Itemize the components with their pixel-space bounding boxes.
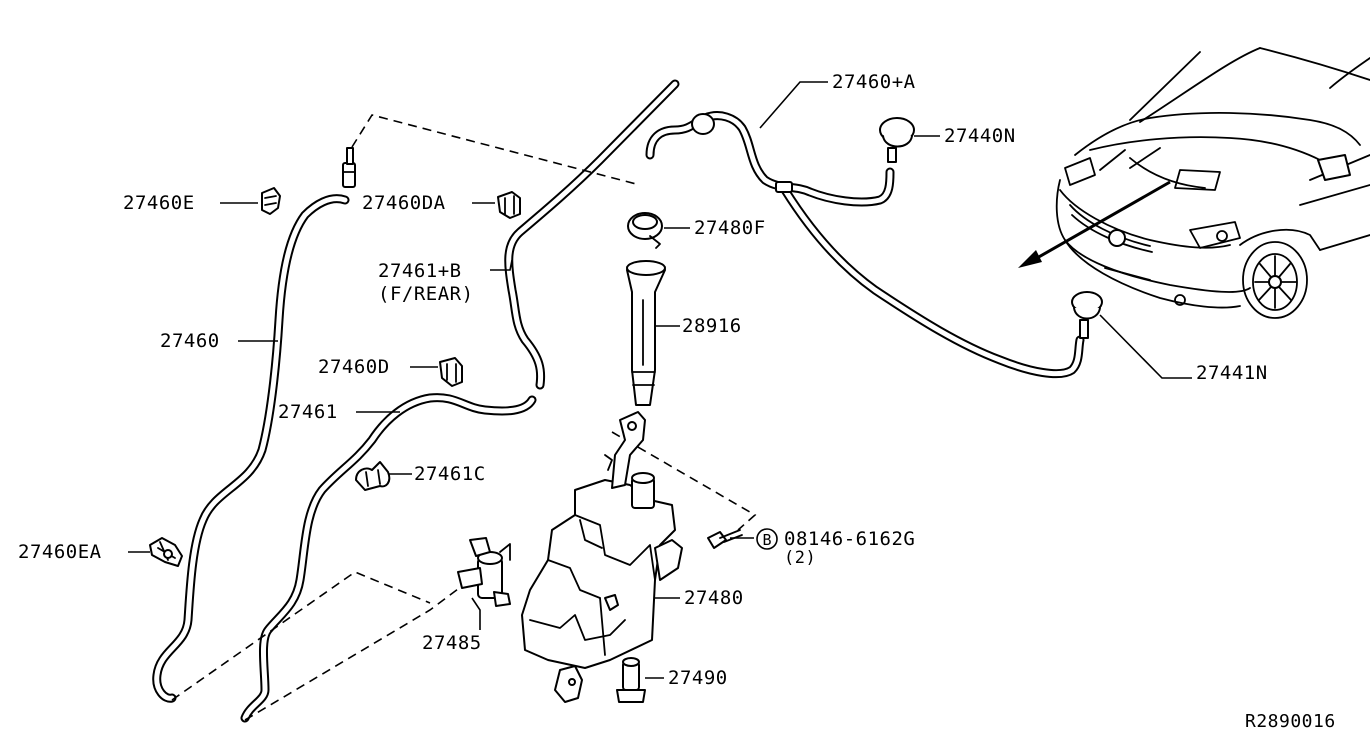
washer-pump-27485 bbox=[457, 537, 511, 607]
bolt-symbol-letter: B bbox=[762, 531, 771, 549]
label-27480F: 27480F bbox=[694, 217, 766, 239]
clip-27460D bbox=[439, 357, 463, 387]
car-illustration bbox=[1018, 47, 1370, 319]
hose-27460 bbox=[152, 194, 350, 703]
clip-27460EA bbox=[149, 537, 183, 567]
label-28916: 28916 bbox=[682, 315, 742, 337]
label-27490: 27490 bbox=[668, 667, 728, 689]
bolt-symbol: B bbox=[756, 528, 778, 550]
clip-27460E bbox=[261, 187, 281, 215]
label-27461: 27461 bbox=[278, 401, 338, 423]
nozzle-27440N bbox=[879, 117, 915, 163]
nozzle-27441N bbox=[1071, 291, 1103, 339]
clip-27461C bbox=[355, 461, 391, 491]
level-sensor-27490 bbox=[616, 657, 646, 703]
alignment-dashes bbox=[171, 114, 757, 721]
label-27461B: 27461+B bbox=[378, 260, 462, 282]
label-27460: 27460 bbox=[160, 330, 220, 352]
filler-cap-27480F bbox=[627, 212, 663, 249]
filler-neck-28916 bbox=[626, 260, 666, 406]
label-27485: 27485 bbox=[422, 632, 482, 654]
washer-tank-27480 bbox=[521, 411, 683, 703]
hose-joint bbox=[691, 113, 793, 193]
label-27441N: 27441N bbox=[1196, 362, 1268, 384]
hose-27460A bbox=[645, 111, 1085, 379]
label-27460E: 27460E bbox=[123, 192, 195, 214]
label-27460DA: 27460DA bbox=[362, 192, 446, 214]
label-27480: 27480 bbox=[684, 587, 744, 609]
label-27461C: 27461C bbox=[414, 463, 486, 485]
label-bolt-quantity: (2) bbox=[784, 548, 817, 568]
hose-27461 bbox=[240, 393, 537, 723]
connector-27460-top bbox=[342, 147, 356, 188]
hose-27461B bbox=[504, 79, 680, 390]
clip-27460DA bbox=[497, 191, 521, 219]
diagram-reference-code: R2890016 bbox=[1245, 711, 1336, 732]
label-27460D: 27460D bbox=[318, 356, 390, 378]
label-27460A: 27460+A bbox=[832, 71, 916, 93]
label-27440N: 27440N bbox=[944, 125, 1016, 147]
label-bolt-part-number: 08146-6162G bbox=[784, 528, 916, 550]
leader-lines bbox=[128, 81, 1192, 679]
label-27461B-note: (F/REAR) bbox=[378, 283, 474, 305]
label-27460EA: 27460EA bbox=[18, 541, 102, 563]
bolt-08146-6162G bbox=[707, 529, 743, 549]
